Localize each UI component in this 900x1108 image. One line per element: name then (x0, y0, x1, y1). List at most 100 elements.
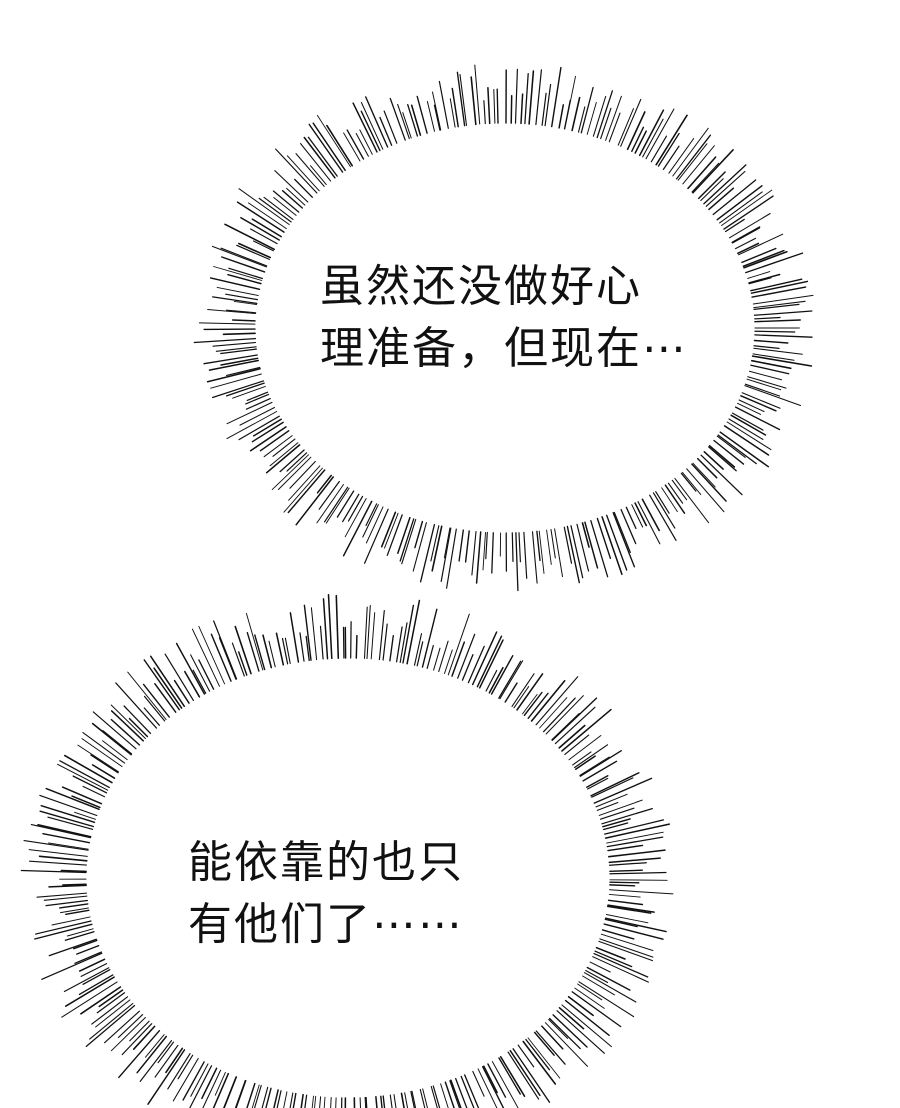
burst-line (286, 452, 308, 472)
burst-line (175, 642, 206, 695)
burst-line (85, 1004, 136, 1048)
burst-line (82, 969, 111, 985)
burst-line (375, 1096, 378, 1108)
burst-line (228, 267, 264, 280)
burst-line (602, 822, 629, 831)
burst-line (531, 531, 538, 584)
burst-line (700, 454, 743, 496)
burst-line (737, 242, 760, 255)
burst-line (220, 247, 268, 267)
burst-line (316, 484, 344, 524)
burst-line (472, 1070, 485, 1097)
burst-line (601, 929, 635, 940)
burst-line (275, 632, 285, 666)
burst-line (41, 952, 103, 980)
burst-line (449, 1080, 460, 1108)
burst-line (395, 626, 403, 663)
burst-line (249, 426, 287, 452)
burst-line (286, 187, 306, 206)
burst-line (576, 523, 590, 572)
burst-line (245, 393, 270, 405)
burst-line (246, 1082, 256, 1108)
burst-line (691, 162, 720, 193)
burst-line (379, 116, 393, 146)
burst-line (625, 506, 637, 530)
burst-line (751, 359, 792, 370)
burst-line (231, 319, 256, 322)
burst-line (154, 1044, 179, 1078)
burst-line (407, 103, 419, 137)
burst-line (96, 992, 126, 1014)
burst-line (227, 273, 262, 285)
burst-line (655, 114, 688, 166)
burst-line (299, 632, 305, 662)
burst-line (60, 869, 87, 873)
burst-line (310, 165, 327, 186)
burst-line (209, 277, 261, 290)
burst-line (172, 1057, 199, 1102)
burst-line (544, 1022, 588, 1067)
burst-line (657, 132, 680, 167)
burst-line (652, 492, 676, 529)
burst-line (598, 799, 643, 816)
burst-line (216, 286, 259, 296)
burst-line (430, 525, 440, 562)
burst-line (516, 673, 544, 711)
burst-line (609, 879, 668, 881)
burst-line (430, 1086, 438, 1108)
burst-line (272, 190, 300, 213)
burst-line (554, 706, 596, 745)
burst-line (467, 645, 485, 684)
burst-line (471, 531, 477, 576)
burst-line (750, 278, 803, 292)
burst-line (609, 869, 643, 872)
burst-line (202, 1069, 222, 1108)
burst-line (741, 247, 777, 264)
burst-line (563, 526, 573, 564)
burst-line (57, 763, 109, 791)
burst-line (536, 530, 541, 562)
burst-line (433, 647, 441, 671)
burst-line (283, 467, 323, 513)
burst-line (289, 460, 316, 489)
burst-line (220, 348, 257, 355)
burst-line (164, 653, 194, 702)
burst-line (110, 718, 141, 746)
burst-line (214, 1071, 226, 1096)
burst-line (411, 1090, 417, 1108)
burst-line (748, 370, 783, 381)
burst-line (592, 956, 649, 983)
burst-line (491, 532, 494, 574)
burst-line (399, 518, 415, 562)
burst-line (617, 108, 635, 146)
burst-line (509, 1049, 541, 1097)
burst-line (620, 98, 642, 147)
burst-line (446, 528, 457, 589)
burst-line (708, 445, 736, 468)
burst-line (304, 1094, 308, 1108)
burst-line (232, 385, 266, 399)
burst-line (110, 710, 144, 742)
burst-line (80, 963, 108, 977)
burst-line (413, 633, 423, 666)
burst-line (378, 610, 385, 661)
burst-line (353, 1097, 356, 1108)
burst-line (35, 920, 92, 935)
burst-line (145, 1034, 165, 1058)
burst-line (470, 76, 477, 126)
burst-line (233, 300, 258, 305)
burst-line (222, 332, 256, 336)
burst-line (234, 1079, 246, 1108)
burst-line (365, 1096, 368, 1108)
burst-line (389, 97, 406, 141)
burst-line (456, 71, 466, 127)
burst-line (402, 604, 415, 664)
burst-line (399, 622, 408, 663)
burst-line (316, 474, 333, 494)
burst-line (326, 124, 353, 167)
burst-line (153, 667, 183, 709)
burst-line (360, 101, 384, 150)
burst-line (382, 1095, 386, 1108)
burst-line (198, 625, 226, 685)
burst-line (281, 190, 303, 209)
